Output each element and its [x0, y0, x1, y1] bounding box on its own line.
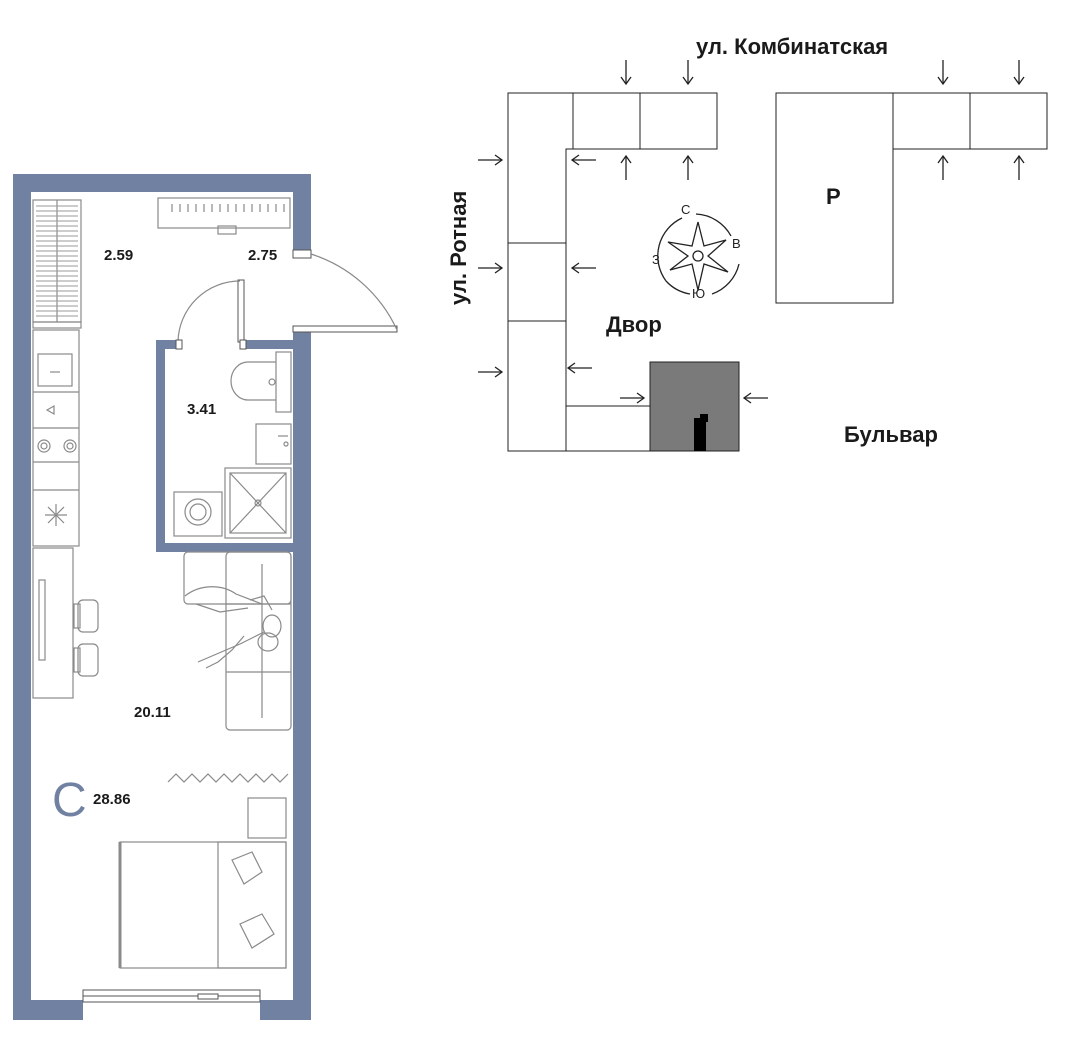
wall-right-lower	[293, 332, 311, 1020]
compass-north: С	[681, 202, 690, 217]
outer-walls	[13, 174, 311, 1020]
wall-right-upper	[293, 174, 311, 250]
entrance-marker	[694, 418, 706, 451]
entrance-arrows	[478, 60, 1025, 404]
entrance-arrow-icon	[478, 154, 504, 166]
sink	[255, 423, 292, 465]
parking-label: Р	[826, 184, 841, 209]
wall-bath-bottom	[156, 543, 293, 552]
entrance-door	[292, 249, 398, 333]
compass-west: З	[652, 252, 660, 267]
wall-bath-top-left	[156, 340, 178, 349]
area-label-hall: 2.75	[248, 247, 277, 264]
compass-south: Ю	[692, 286, 705, 301]
compass-east: В	[732, 236, 741, 251]
courtyard-label: Двор	[606, 312, 662, 337]
area-label-wardrobe: 2.59	[104, 247, 133, 264]
entrance-arrow-icon	[566, 362, 592, 374]
kitchen	[32, 329, 80, 547]
entrance-arrow-icon	[937, 60, 949, 86]
entrance-arrow-icon	[620, 154, 632, 180]
hall-shelf	[157, 197, 291, 235]
nightstand	[247, 797, 287, 839]
window	[82, 989, 261, 1003]
site-plan: С В Ю З ул. Комбинатская ул. Ротная Двор…	[446, 34, 1048, 452]
fridge-snowflake-icon	[45, 504, 67, 526]
wall-bottom-right	[260, 1000, 311, 1020]
apartment-type-letter: С	[52, 774, 87, 827]
apartment-plan: 2.59 2.75 3.41 20.11 С 28.86	[13, 174, 398, 1020]
street-left-label: ул. Ротная	[446, 191, 471, 305]
street-top-label: ул. Комбинатская	[696, 34, 888, 59]
entrance-arrow-icon	[682, 60, 694, 86]
entrance-arrow-icon	[570, 262, 596, 274]
total-area: 28.86	[93, 791, 131, 808]
wall-top	[13, 174, 311, 192]
entrance-arrow-icon	[620, 60, 632, 86]
wall-left	[13, 174, 31, 1020]
entrance-marker-top	[700, 414, 708, 422]
toilet	[230, 351, 292, 413]
bed	[118, 841, 287, 969]
washing-machine	[173, 491, 223, 537]
entrance-arrow-icon	[478, 262, 504, 274]
people-figures	[184, 586, 282, 669]
entrance-arrow-icon	[1013, 154, 1025, 180]
hall-shelf-hooks	[171, 204, 285, 212]
sofa	[183, 551, 292, 731]
compass: С В Ю З	[652, 202, 741, 301]
entrance-arrow-icon	[478, 366, 504, 378]
dining-table	[32, 547, 99, 699]
entrance-arrow-icon	[1013, 60, 1025, 86]
wardrobe-shelves	[36, 205, 78, 317]
entrance-arrow-icon	[570, 154, 596, 166]
curtain	[167, 773, 289, 783]
wall-bath-left	[156, 340, 165, 552]
shower	[224, 467, 292, 539]
entrance-arrow-icon	[742, 392, 768, 404]
bathroom-door	[175, 279, 247, 350]
wall-bottom-left	[13, 1000, 83, 1020]
building-left	[507, 92, 718, 452]
wall-bath-top-right	[244, 340, 293, 349]
entrance-arrow-icon	[682, 154, 694, 180]
boulevard-label: Бульвар	[844, 422, 938, 447]
wardrobe-rack	[32, 199, 82, 329]
entrance-arrow-icon	[620, 392, 646, 404]
building-right	[775, 92, 1048, 304]
area-label-bathroom: 3.41	[187, 401, 216, 418]
area-label-living: 20.11	[134, 704, 171, 721]
entrance-arrow-icon	[937, 154, 949, 180]
